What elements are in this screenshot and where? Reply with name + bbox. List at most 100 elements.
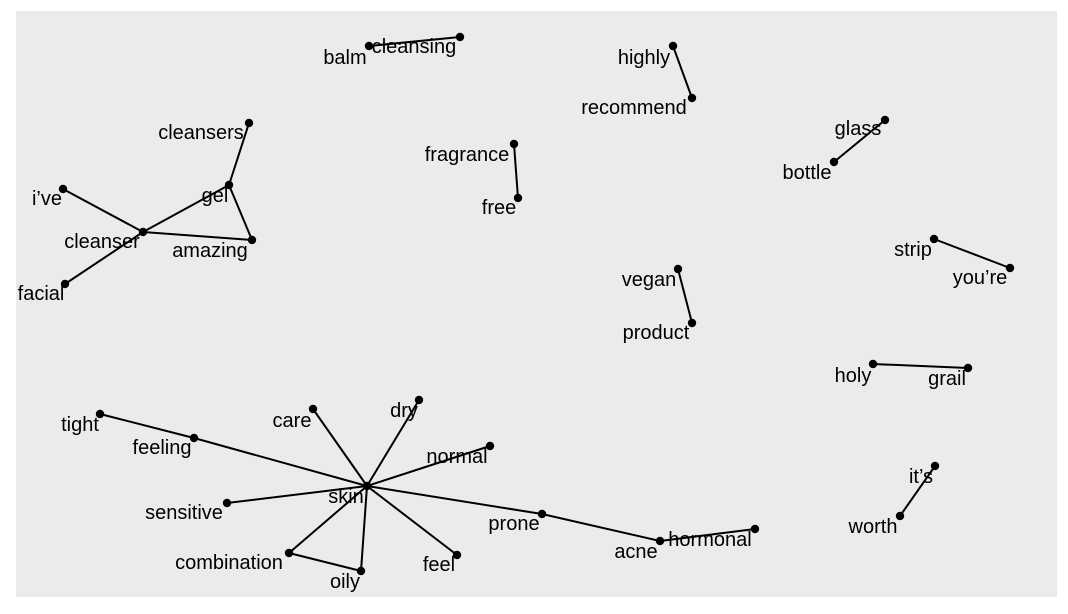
label-ive: i’ve [32, 188, 62, 210]
node-glass [880, 115, 890, 125]
node-amazing [247, 235, 257, 245]
node-care [308, 404, 318, 414]
label-recommend: recommend [581, 97, 687, 119]
node-cleansing [455, 32, 465, 42]
edge-skin-combination [288, 485, 368, 554]
label-worth: worth [848, 516, 898, 538]
edge-holy-grail [872, 363, 969, 369]
label-hormonal: hormonal [668, 529, 751, 551]
label-holy: holy [835, 365, 872, 387]
label-its: it’s [909, 466, 933, 488]
edge-combination-oily [288, 552, 362, 572]
label-glass: glass [835, 118, 882, 140]
edge-its-worth [899, 465, 936, 517]
edge-normal-skin [366, 445, 491, 487]
node-facial [60, 279, 70, 289]
edge-skin-oily [360, 485, 368, 572]
panel-background [16, 11, 1057, 597]
edge-strip-youre [933, 238, 1011, 269]
node-its [930, 461, 940, 471]
node-ive [58, 184, 68, 194]
node-dry [414, 395, 424, 405]
edge-skin-prone [366, 485, 543, 515]
node-feeling [189, 433, 199, 443]
node-strip [929, 234, 939, 244]
label-cleansers: cleansers [158, 122, 244, 144]
label-vegan: vegan [622, 269, 677, 291]
label-combination: combination [175, 552, 283, 574]
label-care: care [273, 410, 312, 432]
edge-sensitive-skin [226, 485, 368, 504]
label-amazing: amazing [172, 240, 248, 262]
node-prone [537, 509, 547, 519]
label-layer: balm cleansing highly recommend cleansers gel… [18, 36, 1008, 593]
edge-prone-acne [541, 513, 661, 542]
label-grail: grail [928, 368, 966, 390]
label-balm: balm [323, 47, 366, 69]
node-vegan [673, 264, 683, 274]
edge-acne-hormonal [659, 528, 756, 542]
node-feel [452, 550, 462, 560]
label-oily: oily [330, 571, 360, 593]
label-feeling: feeling [133, 437, 192, 459]
node-sensitive [222, 498, 232, 508]
node-product [687, 318, 697, 328]
edge-gel-amazing [228, 184, 253, 241]
label-youre: you’re [953, 267, 1007, 289]
label-normal: normal [426, 446, 487, 468]
node-cleansers [244, 118, 254, 128]
edge-layer [62, 36, 1011, 572]
node-skin [362, 481, 372, 491]
label-skin: skin [328, 486, 364, 508]
label-free: free [482, 197, 516, 219]
label-sensitive: sensitive [145, 502, 223, 524]
edge-dry-skin [366, 399, 420, 487]
node-hormonal [750, 524, 760, 534]
node-worth [895, 511, 905, 521]
node-recommend [687, 93, 697, 103]
edge-cleanser-amazing [142, 231, 253, 241]
label-tight: tight [61, 414, 99, 436]
label-highly: highly [618, 47, 670, 69]
label-cleanser: cleanser [64, 231, 140, 253]
node-normal [485, 441, 495, 451]
node-combination [284, 548, 294, 558]
label-cleansing: cleansing [372, 36, 457, 58]
edge-balm-cleansing [368, 36, 461, 47]
edge-fragrance-free [513, 143, 519, 199]
node-gel [224, 180, 234, 190]
edge-highly-recommend [672, 45, 693, 99]
edge-vegan-product [677, 268, 693, 324]
label-bottle: bottle [783, 162, 832, 184]
node-tight [95, 409, 105, 419]
node-bottle [829, 157, 839, 167]
edge-care-skin [312, 408, 368, 487]
label-gel: gel [202, 185, 229, 207]
label-prone: prone [488, 513, 539, 535]
edge-feeling-skin [193, 437, 368, 487]
node-highly [668, 41, 678, 51]
edge-tight-feeling [99, 413, 195, 439]
label-facial: facial [18, 283, 65, 305]
edge-gel-cleanser [142, 184, 230, 233]
node-acne [655, 536, 665, 546]
node-balm [364, 41, 374, 51]
edge-skin-feel [366, 485, 458, 556]
node-holy [868, 359, 878, 369]
label-feel: feel [423, 554, 455, 576]
edge-cleanser-facial [64, 231, 144, 285]
label-product: product [623, 322, 690, 344]
node-oily [356, 566, 366, 576]
node-youre [1005, 263, 1015, 273]
label-strip: strip [894, 239, 932, 261]
edge-cleanser-ive [62, 188, 144, 233]
label-acne: acne [614, 541, 657, 563]
edge-cleansers-gel [228, 122, 250, 186]
node-fragrance [509, 139, 519, 149]
node-grail [963, 363, 973, 373]
edge-glass-bottle [833, 119, 886, 163]
node-free [513, 193, 523, 203]
node-cleanser [138, 227, 148, 237]
label-fragrance: fragrance [425, 144, 510, 166]
